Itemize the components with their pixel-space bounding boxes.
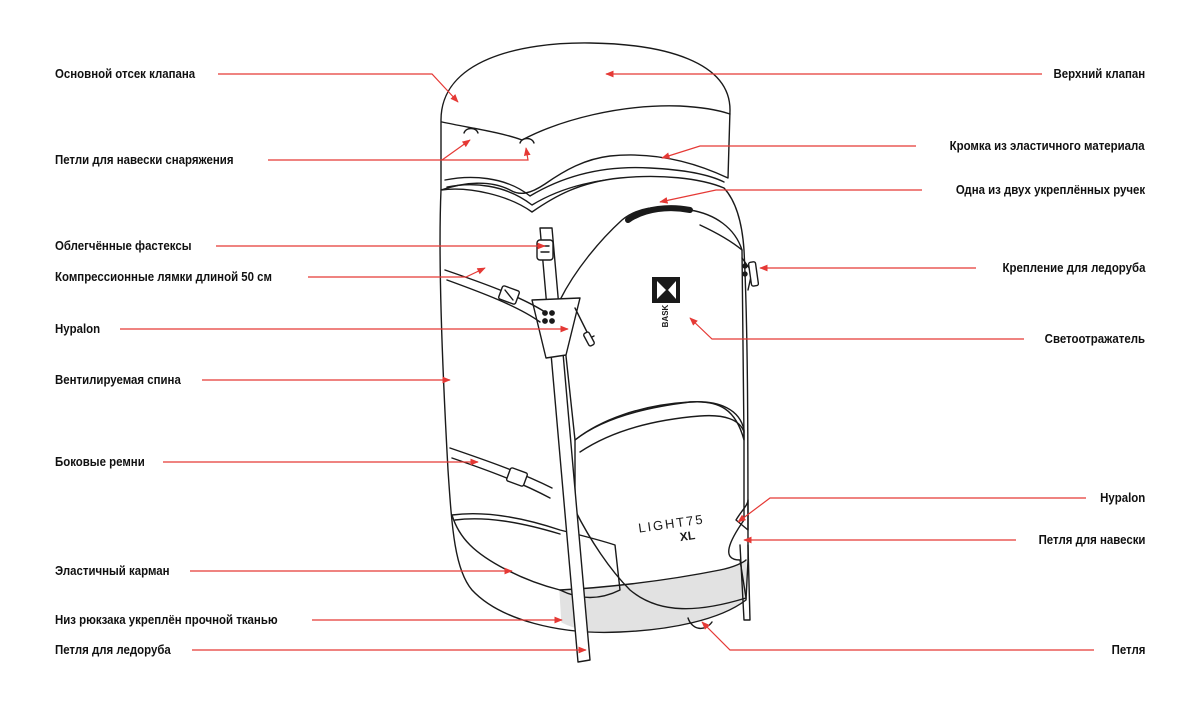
compression-strap [444, 269, 546, 313]
hanging-loop-right [739, 544, 751, 621]
leader-elastic-edge [661, 145, 916, 159]
label-gear-loops: Петли для навески снаряжения [55, 152, 234, 167]
leader-reflector [689, 317, 1024, 340]
label-reinforced-handle: Одна из двух укреплённых ручек [955, 182, 1145, 197]
label-top-valve: Верхний клапан [1053, 66, 1145, 81]
front-panel [559, 206, 745, 441]
leader-loop [701, 621, 1094, 651]
side-strap [449, 447, 553, 489]
label-lightweight-buckles: Облегчённые фастексы [55, 238, 192, 253]
model-size: XL [679, 528, 696, 544]
leader-valve-main-compartment [218, 73, 459, 103]
label-hypalon-right: Hypalon [1099, 490, 1145, 505]
label-elastic-pocket: Эластичный карман [55, 563, 170, 578]
label-ventilated-back: Вентилируемая спина [55, 372, 181, 387]
label-hypalon-left: Hypalon [55, 321, 101, 336]
leader-gear-loops-2 [442, 147, 531, 161]
label-ice-axe-loop: Петля для ледоруба [55, 642, 171, 657]
main-body [439, 175, 749, 634]
label-compression-straps: Компрессионные лямки длиной 50 см [55, 269, 273, 284]
label-valve-main-compartment: Основной отсек клапана [55, 66, 196, 81]
leader-reinforced-handle [659, 189, 922, 204]
backpack-illustration [439, 42, 760, 663]
label-reinforced-bottom: Низ рюкзака укреплён прочной тканью [55, 612, 278, 627]
label-ice-axe-mount: Крепление для ледоруба [1002, 260, 1145, 275]
leader-hypalon-right [737, 497, 1086, 523]
label-loop: Петля [1111, 642, 1145, 657]
lid-seam [441, 105, 731, 141]
label-hanging-loop: Петля для навески [1038, 532, 1145, 547]
lid-elastic-edge [444, 166, 725, 197]
leader-compression-straps [308, 267, 486, 278]
label-elastic-edge: Кромка из эластичного материала [949, 138, 1145, 153]
top-lid [440, 42, 731, 195]
lower-pocket [574, 401, 747, 610]
label-reflector: Светоотражатель [1044, 331, 1145, 346]
brand-name: BASK [661, 304, 670, 327]
leader-gear-loops [268, 139, 471, 161]
bottom-loop [687, 617, 713, 629]
lid-loop-center [519, 137, 535, 144]
buckle-top [536, 239, 554, 261]
brand-logo: BASK [652, 277, 680, 327]
leader-lines [120, 70, 1094, 654]
label-side-straps: Боковые ремни [55, 454, 145, 469]
lid-loop-left [463, 127, 479, 134]
handle [625, 205, 693, 223]
elastic-side-pocket [451, 512, 621, 599]
